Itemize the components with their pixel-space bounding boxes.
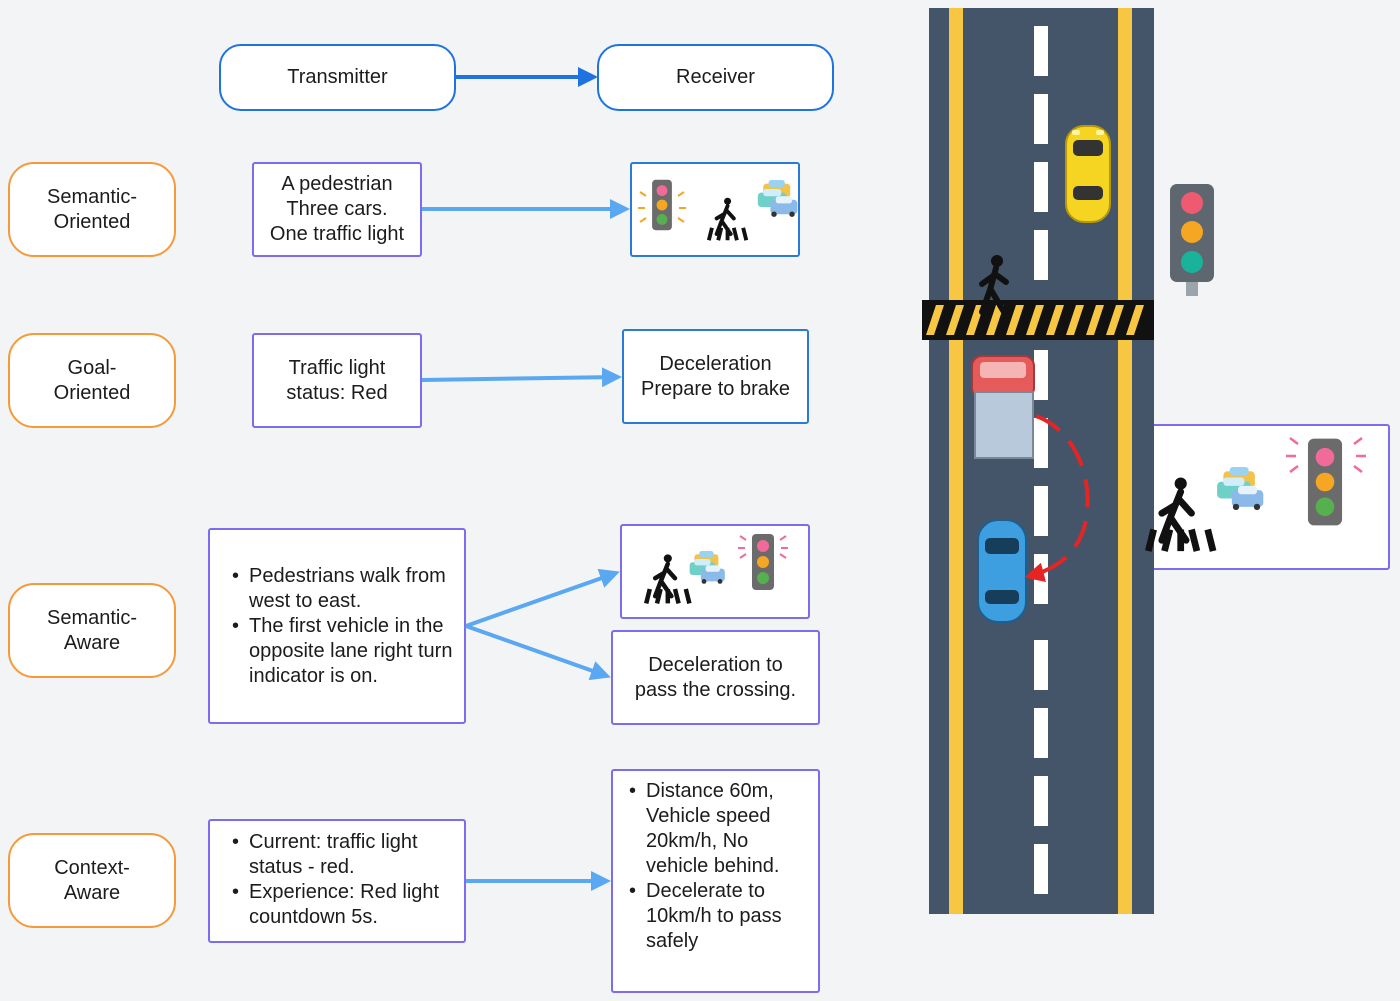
transmit-bullet: Experience: Red light countdown 5s. bbox=[230, 880, 458, 930]
category-line: Oriented bbox=[53, 210, 131, 233]
turn-arrow bbox=[1024, 414, 1090, 583]
cars-icon bbox=[689, 551, 725, 584]
traffic-light-icon bbox=[1307, 438, 1343, 526]
traffic-light-icon bbox=[1170, 184, 1214, 296]
receive-context-aware: Distance 60m, Vehicle speed 20km/h, No v… bbox=[611, 769, 820, 993]
blue-car-icon bbox=[977, 519, 1027, 623]
category-semantic-aware: Semantic- Aware bbox=[8, 583, 176, 678]
cars-icon bbox=[1217, 467, 1264, 511]
transmit-line: A pedestrian bbox=[281, 173, 393, 195]
category-line: Semantic- bbox=[46, 185, 138, 208]
receive-bullet: Decelerate to 10km/h to pass safely bbox=[627, 879, 806, 954]
road bbox=[922, 8, 1154, 914]
signal-rays-icon bbox=[1286, 437, 1366, 473]
pedestrian-crossing-icon bbox=[646, 554, 689, 603]
category-semantic-oriented: Semantic- Oriented bbox=[8, 162, 176, 257]
transmit-goal-oriented: Traffic light status: Red bbox=[252, 333, 422, 428]
cars-icon bbox=[757, 180, 798, 217]
yellow-car-icon bbox=[1065, 125, 1111, 223]
receive-line: pass the crossing. bbox=[634, 678, 797, 701]
pedestrian-crossing-icon bbox=[1148, 478, 1213, 552]
category-line: Aware bbox=[63, 881, 121, 904]
arrow-semantic-aware-upper bbox=[465, 568, 620, 628]
transmit-semantic-oriented: A pedestrian Three cars. One traffic lig… bbox=[252, 162, 422, 257]
pedestrian-crossing-icon bbox=[706, 195, 749, 243]
transmit-bullet: Pedestrians walk from west to east. bbox=[230, 564, 458, 614]
walking-person-icon bbox=[979, 255, 1009, 315]
receiver-label: Receiver bbox=[676, 66, 755, 88]
receive-goal-oriented: Deceleration Prepare to brake bbox=[622, 329, 809, 424]
arrow-semantic-aware-lower bbox=[465, 624, 611, 681]
truck-icon bbox=[971, 355, 1035, 459]
transmit-context-aware: Current: traffic light status - red. Exp… bbox=[208, 819, 466, 943]
category-context-aware: Context- Aware bbox=[8, 833, 176, 928]
receive-line: Deceleration to bbox=[648, 653, 783, 676]
transmit-semantic-aware: Pedestrians walk from west to east. The … bbox=[208, 528, 466, 724]
category-line: Context- bbox=[54, 856, 130, 879]
transmitter-header: Transmitter bbox=[219, 44, 456, 111]
category-line: Goal- bbox=[67, 356, 117, 379]
traffic-light-icon bbox=[652, 179, 672, 231]
traffic-light-icon bbox=[752, 534, 774, 590]
transmit-bullet: Current: traffic light status - red. bbox=[230, 830, 458, 880]
category-line: Oriented bbox=[53, 381, 131, 404]
arrow-goal-oriented bbox=[421, 367, 622, 388]
receive-line: Deceleration bbox=[659, 352, 772, 375]
receive-semantic-aware: Deceleration to pass the crossing. bbox=[611, 630, 820, 725]
lane-dashes bbox=[1034, 26, 1048, 894]
transmit-line: Traffic light bbox=[288, 356, 386, 379]
receiver-header: Receiver bbox=[597, 44, 834, 111]
transmit-line: Three cars. bbox=[286, 198, 388, 220]
receive-bullet: Distance 60m, Vehicle speed 20km/h, No v… bbox=[627, 779, 786, 879]
transmit-bullet: The first vehicle in the opposite lane r… bbox=[230, 614, 458, 689]
signal-rays-icon bbox=[638, 191, 686, 223]
category-line: Aware bbox=[63, 631, 121, 654]
transmit-line: status: Red bbox=[286, 381, 388, 404]
category-goal-oriented: Goal- Oriented bbox=[8, 333, 176, 428]
transmitter-label: Transmitter bbox=[287, 66, 388, 88]
category-line: Semantic- bbox=[46, 606, 138, 629]
transmit-line: One traffic light bbox=[269, 223, 405, 245]
receive-line: Prepare to brake bbox=[641, 377, 790, 400]
signal-rays-icon bbox=[738, 535, 788, 559]
